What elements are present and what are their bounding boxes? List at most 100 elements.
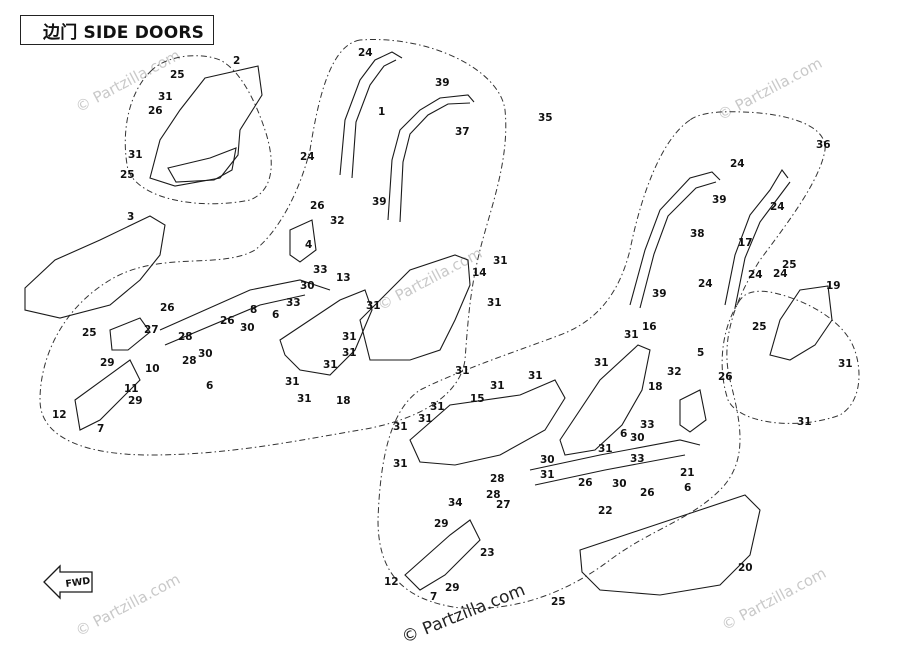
callout-31: 31 [393, 458, 408, 470]
callout-17: 17 [738, 237, 753, 249]
callout-8: 8 [250, 304, 257, 316]
exploded-parts-diagram: 2 25 31 26 31 25 24 1 39 37 35 24 39 3 2… [24, 39, 860, 609]
side-panel-16 [559, 344, 651, 456]
callout-2: 2 [233, 55, 240, 67]
upper-panel-right-19 [769, 285, 833, 361]
callout-35: 35 [538, 112, 553, 124]
callout-30: 30 [240, 322, 255, 334]
callout-7: 7 [430, 591, 437, 603]
callout-31: 31 [393, 421, 408, 433]
callout-26: 26 [578, 477, 593, 489]
upper-panel-left-inner [167, 147, 237, 183]
callout-19: 19 [826, 280, 841, 292]
callout-24: 24 [300, 151, 315, 163]
diagram-title: 边门 SIDE DOORS [20, 15, 214, 45]
callout-24: 24 [358, 47, 373, 59]
door-tube-37 [387, 94, 475, 223]
callout-25: 25 [782, 259, 797, 271]
dash-outline-left-door [39, 39, 507, 456]
callout-12: 12 [384, 576, 399, 588]
callout-31: 31 [285, 376, 300, 388]
callout-29: 29 [445, 582, 460, 594]
callout-31: 31 [430, 401, 445, 413]
callout-39: 39 [652, 288, 667, 300]
callout-33: 33 [630, 453, 645, 465]
callout-6: 6 [684, 482, 691, 494]
callout-33: 33 [286, 297, 301, 309]
callout-4: 4 [305, 239, 312, 251]
striker-plate-10 [109, 317, 151, 351]
callout-27: 27 [144, 324, 159, 336]
callout-3: 3 [127, 211, 134, 223]
callout-28: 28 [178, 331, 193, 343]
callout-32: 32 [667, 366, 682, 378]
callout-28: 28 [182, 355, 197, 367]
callout-26: 26 [310, 200, 325, 212]
callout-30: 30 [300, 280, 315, 292]
side-door-frame-13 [279, 289, 373, 376]
callout-6: 6 [620, 428, 627, 440]
door-tube-38 [629, 171, 721, 309]
callout-25: 25 [120, 169, 135, 181]
callout-34: 34 [448, 497, 463, 509]
door-beam-left [159, 279, 331, 346]
callout-28: 28 [490, 473, 505, 485]
callout-13: 13 [336, 272, 351, 284]
callout-31: 31 [487, 297, 502, 309]
callout-24: 24 [730, 158, 745, 170]
callout-28: 28 [486, 489, 501, 501]
callout-31: 31 [323, 359, 338, 371]
callout-31: 31 [797, 416, 812, 428]
callout-31: 31 [624, 329, 639, 341]
callout-7: 7 [97, 423, 104, 435]
fwd-label: FWD [65, 576, 91, 590]
callout-numbers: 2 25 31 26 31 25 24 1 39 37 35 24 39 3 2… [52, 47, 853, 608]
callout-24: 24 [773, 268, 788, 280]
callout-31: 31 [366, 300, 381, 312]
callout-30: 30 [612, 478, 627, 490]
latch-4 [289, 219, 317, 263]
callout-14: 14 [472, 267, 487, 279]
callout-38: 38 [690, 228, 705, 240]
callout-26: 26 [640, 487, 655, 499]
callout-31: 31 [540, 469, 555, 481]
callout-32: 32 [330, 215, 345, 227]
callout-26: 26 [148, 105, 163, 117]
door-tube-1 [339, 51, 403, 179]
callout-26: 26 [160, 302, 175, 314]
callout-12: 12 [52, 409, 67, 421]
callout-24: 24 [770, 201, 785, 213]
callout-29: 29 [100, 357, 115, 369]
door-beam-right [529, 439, 701, 486]
callout-30: 30 [540, 454, 555, 466]
callout-31: 31 [493, 255, 508, 267]
callout-10: 10 [145, 363, 160, 375]
callout-11: 11 [124, 383, 139, 395]
callout-31: 31 [128, 149, 143, 161]
callout-31: 31 [455, 365, 470, 377]
callout-6: 6 [272, 309, 279, 321]
callout-18: 18 [648, 381, 663, 393]
callout-37: 37 [455, 126, 470, 138]
callout-25: 25 [752, 321, 767, 333]
callout-31: 31 [342, 331, 357, 343]
callout-31: 31 [490, 380, 505, 392]
callout-27: 27 [496, 499, 511, 511]
callout-18: 18 [336, 395, 351, 407]
callout-39: 39 [712, 194, 727, 206]
callout-15: 15 [470, 393, 485, 405]
diagram-title-text: 边门 SIDE DOORS [43, 22, 205, 43]
callout-25: 25 [82, 327, 97, 339]
callout-31: 31 [342, 347, 357, 359]
callout-23: 23 [480, 547, 495, 559]
callout-24: 24 [698, 278, 713, 290]
callout-33: 33 [640, 419, 655, 431]
callout-25: 25 [170, 69, 185, 81]
callout-20: 20 [738, 562, 753, 574]
hinge-bracket-11 [74, 359, 141, 431]
callout-5: 5 [697, 347, 704, 359]
callout-1: 1 [378, 106, 385, 118]
callout-31: 31 [418, 413, 433, 425]
callout-29: 29 [434, 518, 449, 530]
callout-31: 31 [297, 393, 312, 405]
